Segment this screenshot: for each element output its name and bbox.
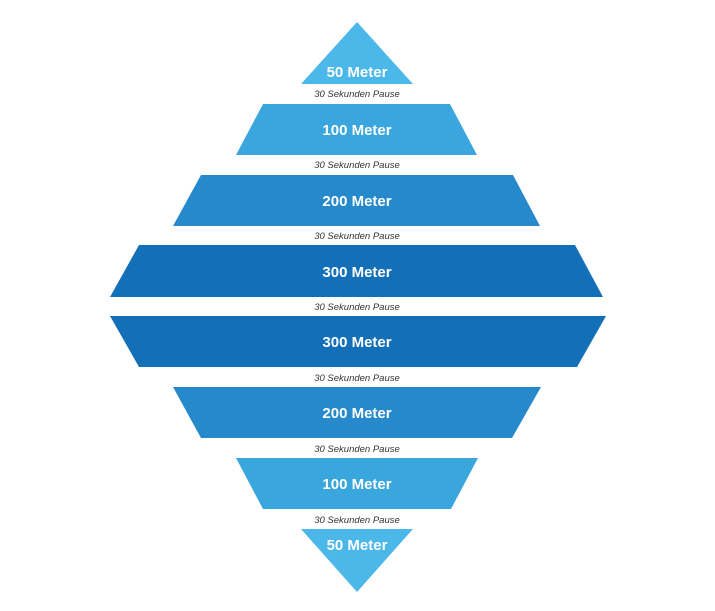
segment-shape-5 (110, 316, 606, 367)
segment-shape-8 (301, 529, 413, 592)
pause-label-4: 30 Sekunden Pause (314, 302, 400, 313)
segment-shape-4 (110, 245, 603, 297)
pause-label-7: 30 Sekunden Pause (314, 515, 400, 526)
segment-label-1: 50 Meter (327, 64, 388, 81)
segment-label-4: 300 Meter (322, 264, 391, 281)
segment-label-2: 100 Meter (322, 122, 391, 139)
pause-label-3: 30 Sekunden Pause (314, 231, 400, 242)
segment-shape-3 (173, 175, 540, 226)
segment-shape-2 (236, 104, 477, 155)
segment-label-6: 200 Meter (322, 405, 391, 422)
segment-label-5: 300 Meter (322, 334, 391, 351)
segment-shape-1 (301, 22, 413, 84)
pause-label-2: 30 Sekunden Pause (314, 160, 400, 171)
pause-label-6: 30 Sekunden Pause (314, 444, 400, 455)
segment-label-7: 100 Meter (322, 476, 391, 493)
segment-label-3: 200 Meter (322, 193, 391, 210)
segment-shape-6 (173, 387, 541, 438)
segment-label-8: 50 Meter (327, 537, 388, 554)
pause-label-1: 30 Sekunden Pause (314, 89, 400, 100)
segment-shape-7 (236, 458, 478, 509)
pause-label-5: 30 Sekunden Pause (314, 373, 400, 384)
